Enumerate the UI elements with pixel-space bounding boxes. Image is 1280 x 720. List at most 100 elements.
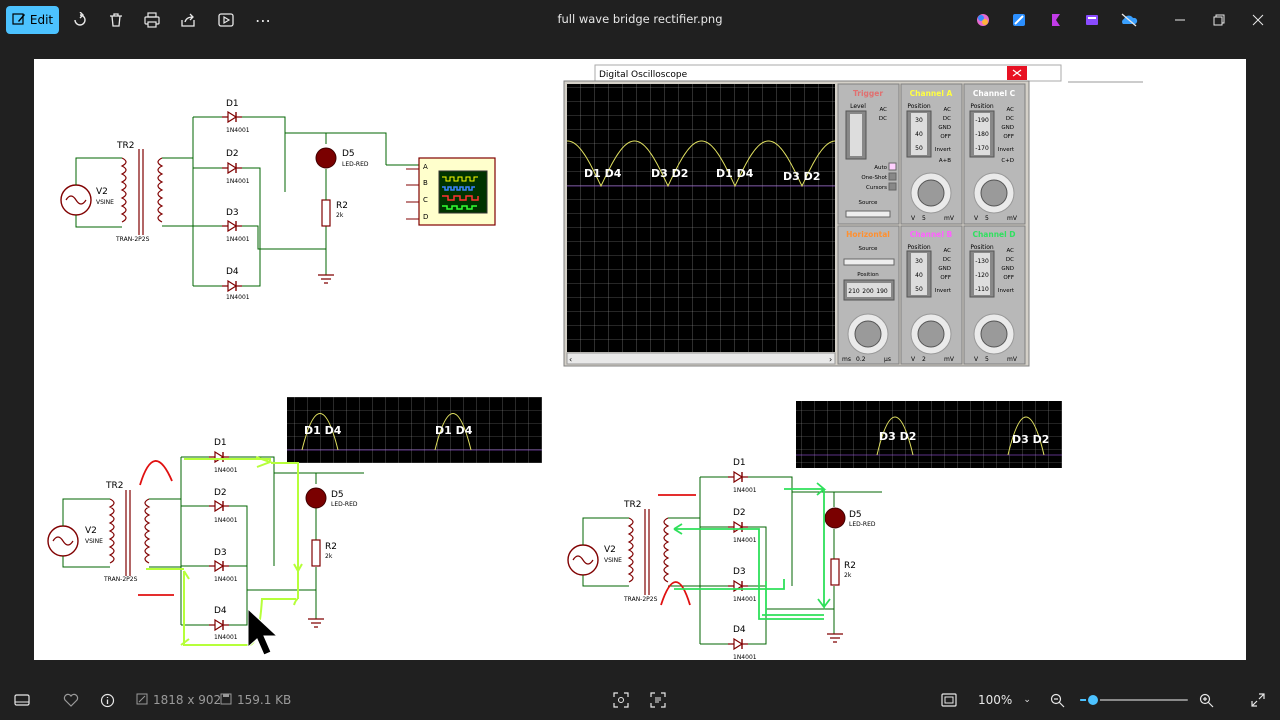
svg-text:Source: Source bbox=[859, 200, 879, 206]
transformer-label: TR2 bbox=[116, 141, 134, 151]
svg-text:GND: GND bbox=[1001, 125, 1014, 131]
designer-icon[interactable] bbox=[1005, 6, 1033, 34]
svg-text:1N4001: 1N4001 bbox=[214, 634, 238, 641]
svg-text:40: 40 bbox=[915, 272, 923, 279]
channel-a-panel: Channel A Position 30 40 50 AC DC GND OF… bbox=[900, 83, 963, 225]
svg-text:Source: Source bbox=[859, 246, 879, 252]
zoom-in-icon[interactable] bbox=[1199, 690, 1214, 710]
scope-scrollbar[interactable] bbox=[566, 352, 836, 365]
svg-text:2: 2 bbox=[922, 356, 926, 363]
svg-text:mV: mV bbox=[944, 356, 955, 363]
channel-d-dial[interactable] bbox=[980, 320, 1008, 348]
svg-text:1N4001: 1N4001 bbox=[214, 517, 238, 524]
share-icon[interactable] bbox=[174, 6, 202, 34]
fit-window-icon[interactable] bbox=[941, 690, 957, 710]
trigger-panel: Trigger Level AC DC Auto One-Shot Cursor… bbox=[837, 83, 900, 225]
svg-text:D5: D5 bbox=[849, 510, 862, 520]
rotate-icon[interactable] bbox=[66, 6, 94, 34]
status-bar: 1818 x 902 159.1 KB 100% ⌄ bbox=[0, 680, 1280, 720]
photos-apps-icon[interactable] bbox=[1078, 6, 1106, 34]
mouse-cursor-icon bbox=[247, 607, 279, 656]
cursors-toggle[interactable] bbox=[888, 182, 897, 191]
svg-text:V: V bbox=[974, 356, 979, 363]
svg-text:OFF: OFF bbox=[1003, 134, 1014, 140]
more-icon[interactable]: ⋯ bbox=[255, 10, 271, 30]
channel-b-dial[interactable] bbox=[917, 320, 945, 348]
restore-icon[interactable] bbox=[1205, 6, 1233, 34]
onedrive-icon[interactable] bbox=[1115, 6, 1143, 34]
resistor-icon bbox=[321, 199, 331, 227]
filmstrip-icon[interactable] bbox=[14, 690, 30, 710]
edit-button[interactable]: Edit bbox=[6, 6, 59, 34]
svg-text:D4: D4 bbox=[733, 625, 746, 635]
ocr-text-icon[interactable] bbox=[650, 690, 666, 710]
delete-icon[interactable] bbox=[102, 6, 130, 34]
scope-window-title: Digital Oscilloscope bbox=[599, 70, 688, 80]
svg-text:D3 D2: D3 D2 bbox=[879, 430, 916, 443]
print-icon[interactable] bbox=[138, 6, 166, 34]
horizontal-source-slider[interactable] bbox=[843, 258, 895, 266]
svg-text:D2: D2 bbox=[214, 488, 227, 498]
slideshow-icon[interactable] bbox=[212, 6, 240, 34]
svg-text:R2: R2 bbox=[325, 542, 337, 552]
svg-text:Invert: Invert bbox=[998, 147, 1015, 153]
svg-text:V2: V2 bbox=[85, 526, 97, 536]
rectified-waveform bbox=[567, 140, 836, 188]
info-icon[interactable] bbox=[100, 690, 115, 710]
timebase-dial[interactable] bbox=[854, 320, 882, 348]
chevron-down-icon: ⌄ bbox=[1023, 695, 1031, 705]
channel-c-panel: Channel C Position -190 -180 -170 AC DC … bbox=[963, 83, 1026, 225]
svg-text:R2: R2 bbox=[336, 201, 348, 211]
svg-text:D3 D2: D3 D2 bbox=[1012, 433, 1049, 446]
svg-text:VSINE: VSINE bbox=[604, 557, 622, 564]
svg-text:VSINE: VSINE bbox=[85, 538, 103, 545]
auto-toggle[interactable] bbox=[888, 162, 897, 171]
minimize-icon[interactable] bbox=[1166, 6, 1194, 34]
svg-text:AC: AC bbox=[1006, 107, 1014, 113]
ground-icon bbox=[318, 274, 334, 284]
svg-text:1N4001: 1N4001 bbox=[214, 467, 238, 474]
svg-text:DC: DC bbox=[879, 116, 887, 122]
svg-text:A: A bbox=[423, 163, 428, 171]
svg-text:OFF: OFF bbox=[940, 275, 951, 281]
svg-text:190: 190 bbox=[876, 288, 888, 295]
image-dimensions: 1818 x 902 bbox=[136, 690, 221, 710]
svg-text:Position: Position bbox=[857, 272, 879, 278]
svg-text:TR2: TR2 bbox=[623, 500, 641, 510]
trigger-source-slider[interactable] bbox=[845, 210, 891, 218]
image-canvas[interactable]: V2 VSINE TR2 TRAN-2P2S D1 1N4001 D2 1N40… bbox=[34, 59, 1246, 660]
visual-search-icon[interactable] bbox=[613, 690, 629, 710]
svg-text:0.2: 0.2 bbox=[856, 356, 866, 363]
zoom-level-dropdown[interactable]: 100% ⌄ bbox=[978, 693, 1031, 707]
svg-text:-120: -120 bbox=[975, 272, 989, 279]
svg-text:5: 5 bbox=[985, 356, 989, 363]
svg-text:Invert: Invert bbox=[998, 288, 1015, 294]
wave-label-4: D3 D2 bbox=[783, 170, 820, 183]
zoom-slider[interactable] bbox=[1080, 690, 1188, 710]
svg-text:AC: AC bbox=[943, 107, 951, 113]
svg-text:V: V bbox=[974, 215, 979, 222]
oneshot-toggle[interactable] bbox=[888, 172, 897, 181]
svg-text:Invert: Invert bbox=[935, 147, 952, 153]
fullscreen-icon[interactable] bbox=[1251, 690, 1265, 710]
svg-text:50: 50 bbox=[915, 286, 923, 293]
svg-text:Position: Position bbox=[970, 244, 994, 251]
svg-text:2k: 2k bbox=[325, 553, 333, 560]
svg-text:D1 D4: D1 D4 bbox=[435, 424, 473, 437]
favorite-icon[interactable] bbox=[63, 690, 79, 710]
zoom-out-icon[interactable] bbox=[1050, 690, 1065, 710]
source-label: V2 bbox=[96, 187, 108, 197]
svg-text:mV: mV bbox=[1007, 215, 1018, 222]
dimensions-icon bbox=[136, 693, 148, 708]
svg-text:-130: -130 bbox=[975, 258, 989, 265]
svg-text:Channel B: Channel B bbox=[910, 230, 953, 239]
channel-a-dial[interactable] bbox=[917, 179, 945, 207]
copilot-icon[interactable] bbox=[969, 6, 997, 34]
clipchamp-icon[interactable] bbox=[1042, 6, 1070, 34]
svg-text:1N4001: 1N4001 bbox=[226, 294, 250, 301]
svg-text:D3: D3 bbox=[214, 548, 227, 558]
zoom-slider-thumb[interactable] bbox=[1086, 693, 1100, 707]
channel-c-dial[interactable] bbox=[980, 179, 1008, 207]
svg-text:Level: Level bbox=[850, 103, 866, 110]
close-icon[interactable] bbox=[1244, 6, 1272, 34]
